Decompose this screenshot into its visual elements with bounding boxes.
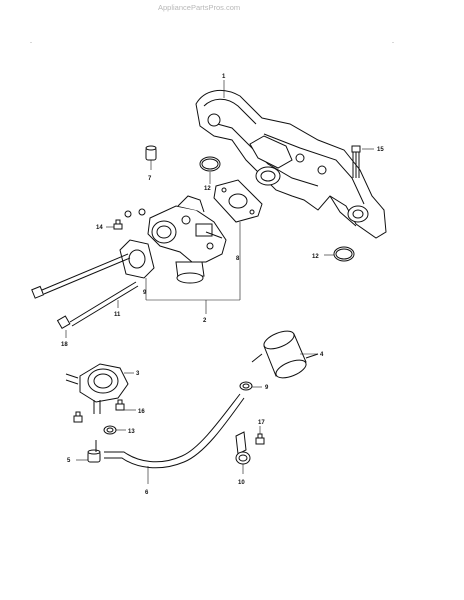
- callout-9-lower: 9: [265, 385, 269, 391]
- callout-13: 13: [128, 429, 135, 435]
- screw-14[interactable]: [113, 219, 123, 230]
- carburetor[interactable]: [147, 195, 227, 284]
- fuel-pump[interactable]: [65, 363, 129, 414]
- bolt-15[interactable]: [351, 145, 361, 178]
- callout-15: 15: [377, 147, 384, 153]
- spacer-7[interactable]: [145, 145, 157, 161]
- callout-1: 1: [222, 74, 226, 80]
- callout-11: 11: [114, 312, 121, 318]
- callout-7: 7: [148, 176, 152, 182]
- gasket-ring-lower[interactable]: [333, 246, 355, 262]
- callout-9-upper: 9: [143, 290, 147, 296]
- hose-fitting[interactable]: [87, 440, 101, 463]
- screw-left[interactable]: [73, 411, 83, 423]
- callout-17: 17: [258, 420, 265, 426]
- fuel-hose[interactable]: [104, 393, 245, 469]
- clamp-13[interactable]: [103, 425, 117, 435]
- screw-16[interactable]: [115, 399, 125, 411]
- callout-12-upper: 12: [204, 186, 211, 192]
- callout-18: 18: [61, 342, 68, 348]
- callout-8: 8: [236, 256, 240, 262]
- washer-small[interactable]: [124, 208, 146, 218]
- fuel-filter[interactable]: [251, 328, 319, 382]
- hose-clamp[interactable]: [239, 381, 253, 391]
- callout-10: 10: [238, 480, 245, 486]
- corner-mark-left: -: [30, 40, 32, 46]
- callout-4: 4: [320, 352, 324, 358]
- corner-mark-right: -: [392, 40, 394, 46]
- callout-6: 6: [145, 490, 149, 496]
- callout-16: 16: [138, 409, 145, 415]
- callout-3: 3: [136, 371, 140, 377]
- carburetor-gasket[interactable]: [119, 239, 155, 279]
- intake-manifold[interactable]: [195, 89, 387, 239]
- callout-2: 2: [203, 318, 207, 324]
- long-bolt-lower[interactable]: [56, 281, 139, 330]
- screw-17[interactable]: [255, 433, 265, 445]
- manifold-gasket[interactable]: [213, 179, 263, 223]
- callout-12-lower: 12: [312, 254, 319, 260]
- callout-14: 14: [96, 225, 103, 231]
- watermark-text: AppliancePartsPros.com: [158, 3, 241, 12]
- group-bracket: [146, 299, 240, 314]
- long-bolt-upper[interactable]: [31, 253, 131, 299]
- gasket-ring-upper[interactable]: [199, 156, 221, 172]
- callout-5: 5: [67, 458, 71, 464]
- bracket-10[interactable]: [235, 431, 251, 465]
